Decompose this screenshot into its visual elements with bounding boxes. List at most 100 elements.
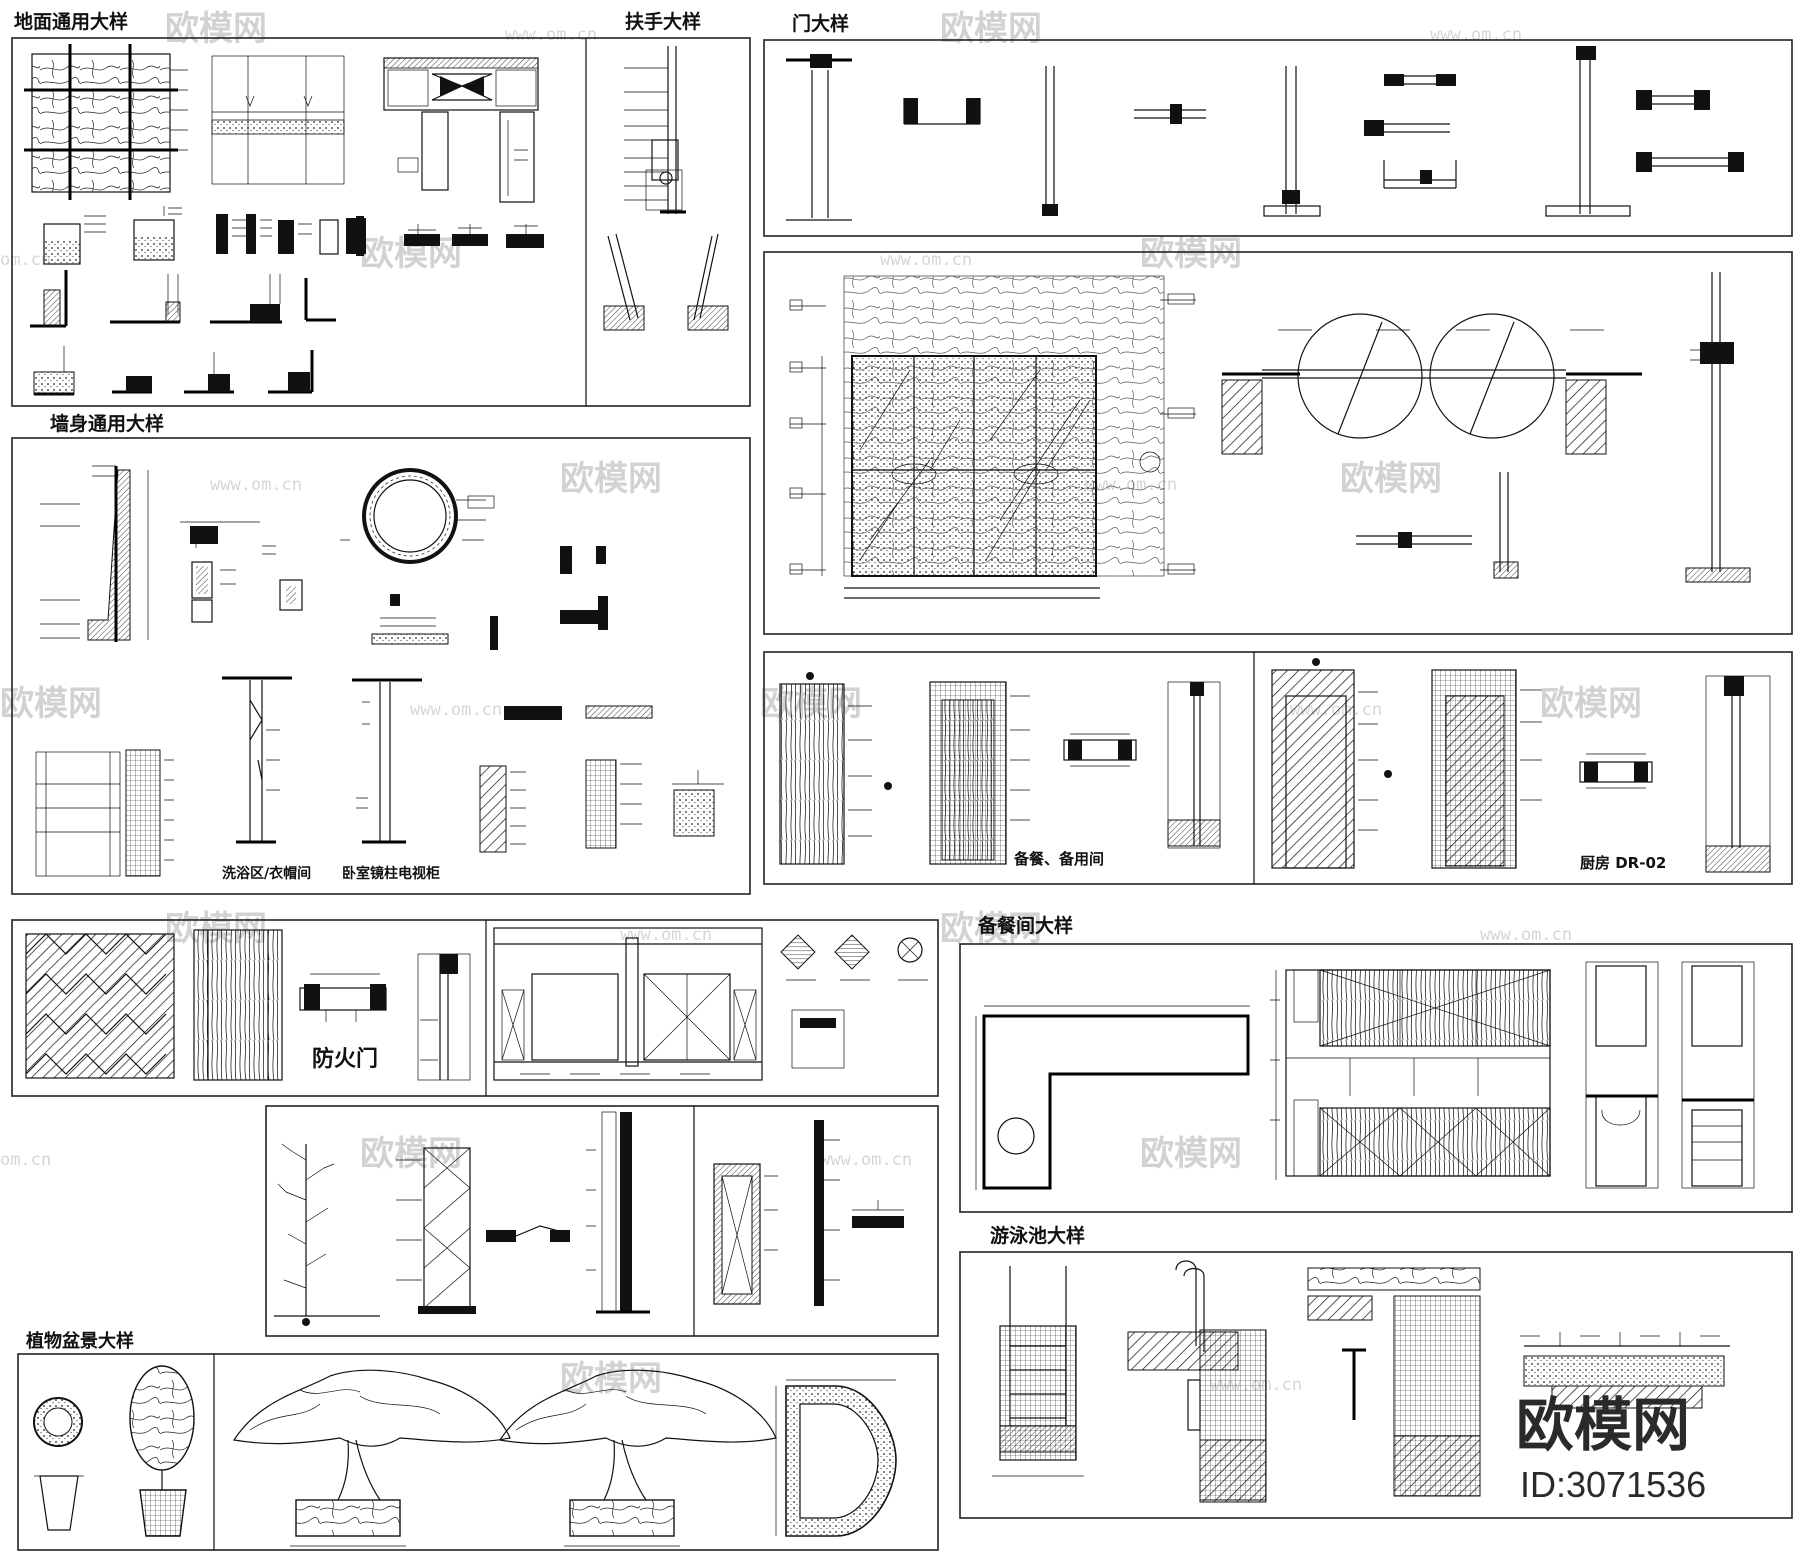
watermark-url: www.om.cn	[620, 925, 712, 945]
watermark-text: 欧模网	[560, 459, 662, 499]
glass-door-plan	[1221, 313, 1642, 455]
door-plan-a	[903, 98, 981, 125]
section-title-floor: 地面通用大样	[14, 10, 128, 33]
door-plan-b	[1134, 104, 1206, 124]
pool-ladder-section	[1127, 1260, 1267, 1503]
fire-door-plan	[299, 973, 387, 1022]
wall-small-details-b	[371, 546, 608, 650]
pantry-door-section	[1167, 681, 1221, 849]
caption-kitchen: 厨房 DR-02	[1580, 854, 1666, 872]
watermark-url: www.om.cn	[410, 700, 502, 720]
caption-bath: 洗浴区/衣帽间	[222, 865, 311, 882]
pantry-section-a	[1585, 961, 1659, 1189]
pantry-door-elevation-wood	[779, 672, 892, 865]
kitchen-door-plan	[1579, 753, 1653, 789]
lattice-panel-elevation	[396, 1147, 476, 1314]
caption-fire-door: 防火门	[312, 1046, 378, 1072]
watermark-text: 欧模网	[1540, 684, 1642, 724]
pantry-kitchen-door-panel: 备餐、备用间 厨房 DR-02	[763, 651, 1793, 885]
watermark-text: 欧模网	[940, 9, 1042, 49]
wall-column-detail	[340, 468, 495, 564]
tv-cabinet-plan	[486, 1225, 571, 1242]
planter-plan	[33, 1397, 83, 1447]
panel-frame	[959, 1251, 1793, 1519]
wall-right-details	[479, 705, 724, 853]
glass-door-sill	[1356, 472, 1519, 579]
pantry-counter-plan	[975, 1005, 1250, 1190]
watermark-text: 欧模网	[165, 9, 267, 49]
fire-door-vent-details	[780, 934, 928, 1069]
watermark-url: www.om.cn	[210, 475, 302, 495]
caption-pantry-room: 备餐、备用间	[1013, 850, 1104, 868]
mirror-tv-panel	[265, 1105, 939, 1337]
watermark-url: om.cn	[0, 1150, 51, 1170]
glass-door-section	[1685, 272, 1751, 583]
kitchen-door-elevation-grid	[1431, 669, 1542, 869]
wall-small-details-a	[180, 521, 303, 623]
door-elevation-a	[786, 54, 852, 221]
kitchen-door-section	[1705, 675, 1771, 873]
pool-overflow-section	[1520, 1332, 1730, 1409]
section-title-wall: 墙身通用大样	[50, 412, 164, 435]
section-title-handrail: 扶手大样	[625, 10, 701, 33]
pool-ladder-elevation	[992, 1266, 1084, 1477]
section-title-pool: 游泳池大样	[990, 1224, 1085, 1247]
watermark-url: www.om.cn	[880, 250, 972, 270]
watermark-text: 欧模网	[0, 684, 102, 724]
planter-section	[34, 1475, 84, 1531]
watermark-text: 欧模网	[1340, 459, 1442, 499]
fire-door-double-elevation	[493, 927, 763, 1081]
door-elevation-c	[1263, 66, 1321, 217]
brand-id: ID:3071536	[1520, 1464, 1706, 1505]
tall-mirror-section	[586, 1111, 650, 1314]
pantry-cabinet-elevation	[1270, 969, 1551, 1180]
pool-panel: 游泳池大样	[959, 1224, 1793, 1519]
brand-logo: 欧模网 ID:3071536	[1516, 1391, 1706, 1505]
pantry-section-b	[1681, 961, 1755, 1189]
section-title-plant: 植物盆景大样	[26, 1330, 134, 1352]
handrail-section	[624, 46, 686, 214]
pantry-room-panel: 备餐间大样	[959, 914, 1793, 1213]
glass-door-elevation	[789, 275, 1196, 599]
fire-door-panel: 防火门	[11, 919, 939, 1097]
panel-frame	[763, 251, 1793, 635]
pantry-door-plan	[1063, 733, 1137, 767]
door-plan-d	[1636, 90, 1744, 172]
wall-column-elevation-bedroom	[352, 678, 422, 844]
floor-joint-details	[43, 206, 544, 265]
watermark-text: 欧模网	[1140, 1134, 1242, 1174]
caption-bedroom: 卧室镜柱电视柜	[342, 865, 440, 882]
branch-screen-elevation	[274, 1143, 380, 1326]
panel-frame	[265, 1105, 939, 1337]
section-title-door: 门大样	[792, 12, 849, 35]
watermark-text: 欧模网	[360, 1134, 462, 1174]
wall-panel: 墙身通用大样	[11, 412, 751, 895]
door-top-panel: 门大样	[763, 12, 1793, 237]
floor-stone-plan	[24, 44, 188, 200]
threshold-detail	[383, 57, 539, 203]
pantry-door-elevation-hatched	[929, 681, 1030, 865]
door-elevation-d	[1545, 46, 1631, 217]
tree-planter-elevation-b	[498, 1369, 777, 1547]
tv-door-section	[814, 1120, 904, 1306]
watermark-url: www.om.cn	[1480, 925, 1572, 945]
door-elevation-b	[1042, 66, 1058, 216]
floor-handrail-panel: 地面通用大样 扶手大样	[11, 10, 751, 407]
glass-door-panel	[763, 251, 1793, 635]
panel-frame	[17, 1353, 939, 1551]
panel-frame	[11, 437, 751, 895]
panel-frame	[763, 39, 1793, 237]
door-plan-c	[1364, 74, 1457, 189]
watermark-text: 欧模网	[1140, 234, 1242, 274]
fire-door-section	[417, 953, 471, 1081]
watermark-url: www.om.cn	[1430, 25, 1522, 45]
fire-door-wood-elevation	[193, 929, 283, 1081]
wall-panel-elevation-a	[35, 749, 174, 877]
floor-base-details	[33, 346, 314, 396]
section-title-pantry: 备餐间大样	[977, 914, 1073, 937]
panel-frame	[763, 651, 1793, 885]
handrail-glass-details	[603, 233, 729, 331]
watermark-text: 欧模网	[940, 909, 1042, 949]
wall-section-a	[40, 465, 149, 642]
